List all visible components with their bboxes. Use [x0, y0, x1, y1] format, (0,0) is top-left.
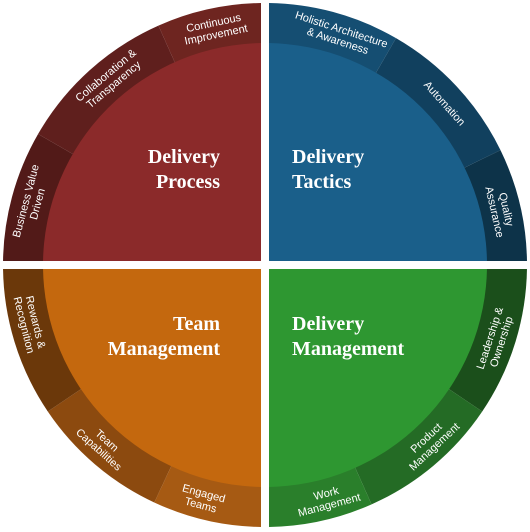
quadrant-tl [3, 3, 261, 261]
inner-quadrant-tl [43, 43, 261, 261]
quadrant-tr [269, 3, 527, 261]
inner-quadrant-tr [269, 43, 487, 261]
quadrant-bl [3, 269, 261, 527]
quadrant-br [269, 269, 527, 527]
inner-quadrant-br [269, 269, 487, 487]
inner-quadrant-bl [43, 269, 261, 487]
ring-label-tr-3: QualityAssurance [482, 183, 517, 239]
